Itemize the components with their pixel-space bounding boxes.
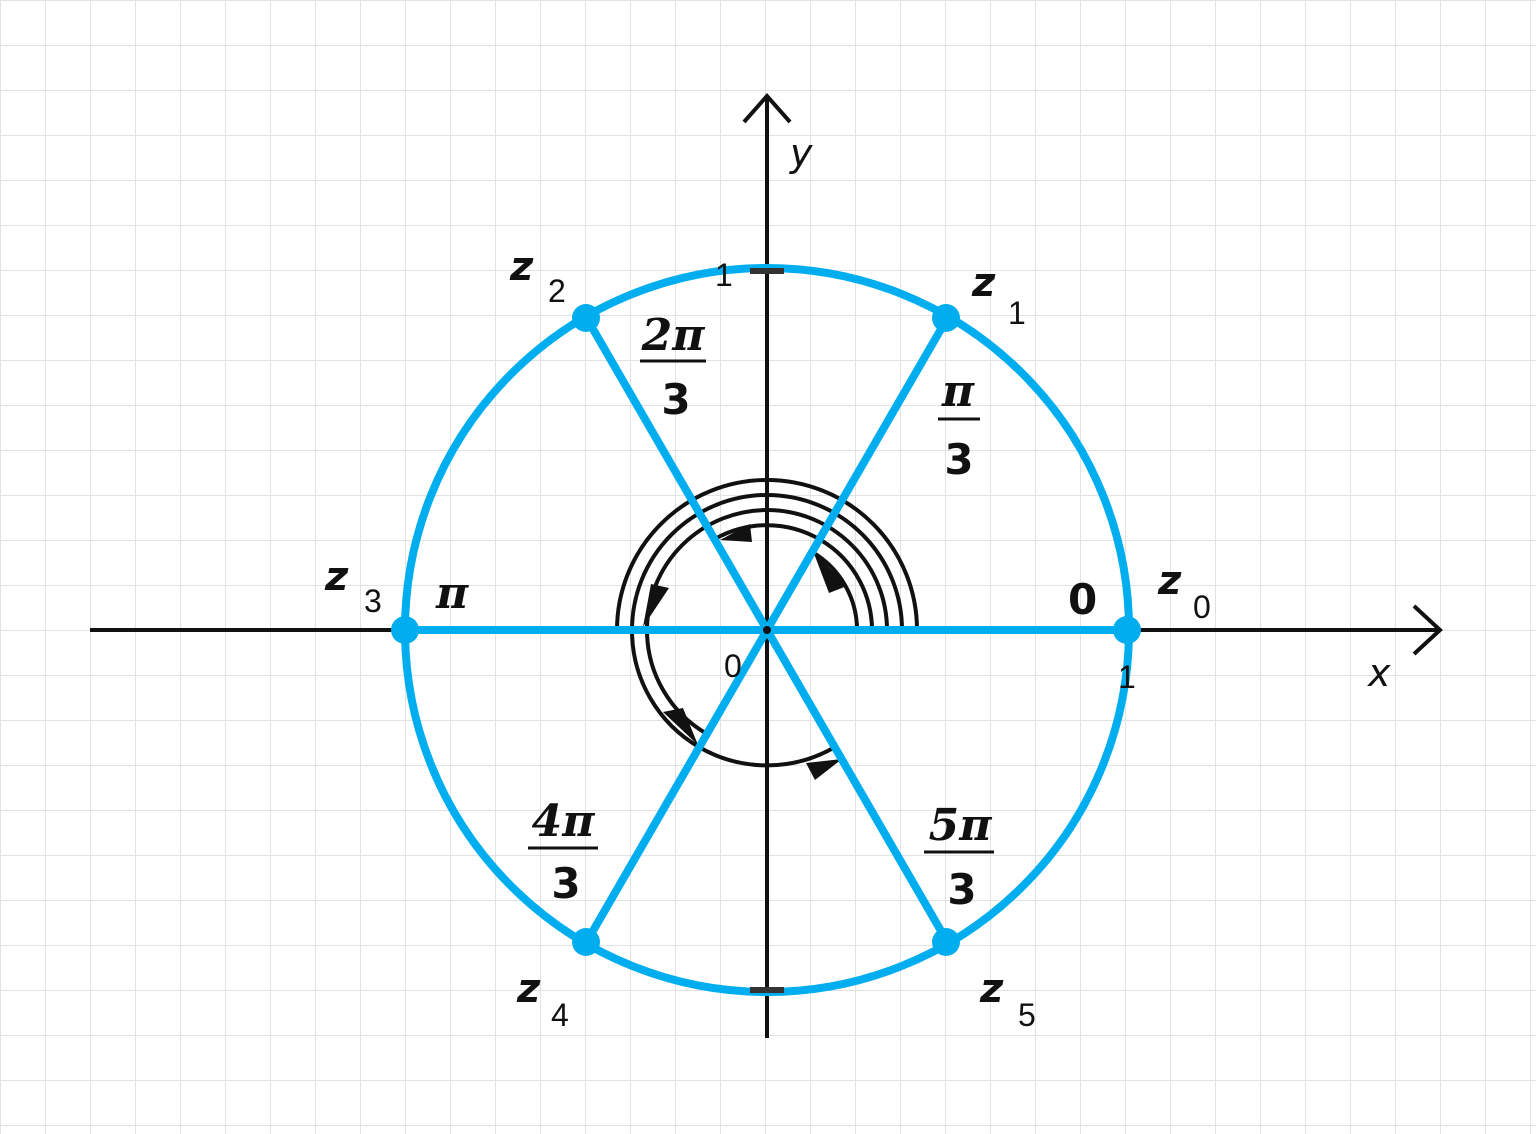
arrowhead-icon (813, 551, 847, 593)
svg-text:π: π (941, 366, 975, 417)
angle-label-4pi-over-3: 4π 3 (528, 796, 598, 908)
y-one-label: 1 (715, 257, 733, 293)
svg-text:3: 3 (944, 435, 973, 484)
svg-text:z: z (324, 554, 349, 600)
root-points (391, 304, 1141, 956)
point-z3 (391, 616, 419, 644)
svg-text:5π: 5π (929, 800, 993, 851)
angle-label-0: 0 (1068, 575, 1097, 624)
y-axis-label: y (789, 131, 813, 175)
svg-text:z: z (971, 260, 996, 306)
root-label-z0: z 0 (1157, 558, 1211, 625)
angle-label-2pi-over-3: 2π 3 (640, 310, 706, 424)
root-label-z5: z 5 (979, 966, 1036, 1033)
svg-text:z: z (509, 244, 534, 290)
angle-arc-outer (615, 478, 919, 631)
svg-text:2π: 2π (641, 310, 706, 361)
svg-text:z: z (979, 966, 1004, 1012)
arrow-right-icon (1412, 604, 1443, 656)
svg-text:2: 2 (548, 273, 566, 309)
point-z1 (932, 304, 960, 332)
root-label-z4: z 4 (516, 966, 569, 1033)
arrowhead-icon (720, 524, 752, 542)
arc-arrowheads (643, 524, 847, 780)
origin-label: 0 (724, 648, 742, 684)
svg-text:4: 4 (551, 997, 569, 1033)
svg-text:3: 3 (364, 583, 382, 619)
angle-label-5pi-over-3: 5π 3 (924, 800, 994, 914)
angle-arc-second (629, 493, 904, 768)
svg-text:3: 3 (661, 375, 690, 424)
root-label-z3: z 3 (324, 554, 382, 619)
point-z5 (932, 928, 960, 956)
svg-text:5: 5 (1018, 997, 1036, 1033)
angle-arcs (615, 478, 919, 768)
svg-text:3: 3 (947, 865, 976, 914)
origin-point (763, 626, 771, 634)
arrowhead-icon (806, 759, 842, 780)
x-axis-label: x (1367, 651, 1391, 695)
root-label-z2: z 2 (509, 244, 566, 309)
x-one-label: 1 (1118, 659, 1136, 695)
point-z4 (572, 928, 600, 956)
arrowhead-icon (643, 584, 669, 627)
root-label-z1: z 1 (971, 260, 1026, 331)
svg-text:4π: 4π (532, 796, 596, 847)
angle-label-pi: π (435, 568, 469, 619)
svg-text:1: 1 (1008, 295, 1026, 331)
point-z0 (1113, 616, 1141, 644)
angle-label-pi-over-3: π 3 (938, 366, 980, 484)
svg-text:3: 3 (551, 859, 580, 908)
svg-text:0: 0 (1193, 589, 1211, 625)
angle-arc-third (644, 508, 889, 736)
svg-text:z: z (1157, 558, 1182, 604)
arrow-up-icon (742, 92, 792, 124)
arrowhead-icon (663, 708, 698, 745)
svg-text:z: z (516, 966, 541, 1012)
point-z2 (572, 304, 600, 332)
